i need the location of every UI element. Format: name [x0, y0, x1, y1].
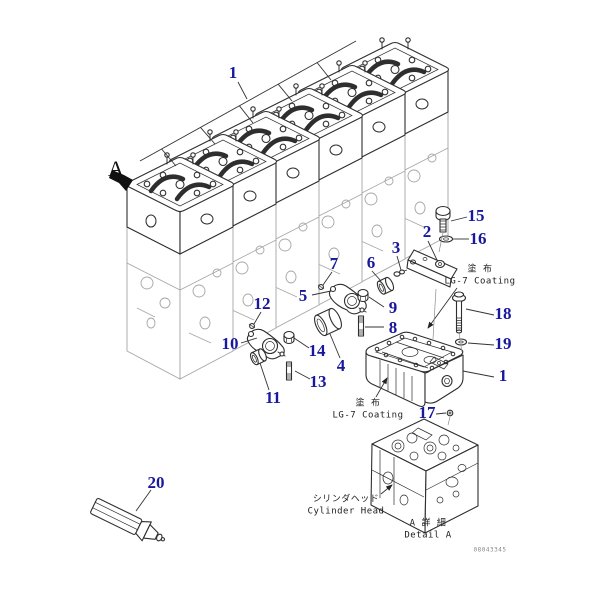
head-cover-assembly	[127, 38, 449, 379]
callout-7: 7	[329, 254, 339, 273]
callout-20: 20	[147, 473, 165, 492]
nut-part9	[357, 288, 369, 302]
callout-19: 19	[494, 334, 512, 353]
screw-part7	[317, 284, 325, 290]
leader-lines	[135, 216, 495, 512]
ball-part17	[446, 409, 454, 417]
drawing-number: 08043345	[473, 546, 507, 554]
bolt-part18	[451, 291, 467, 334]
callout-9: 9	[388, 298, 398, 317]
callout-10: 10	[221, 334, 239, 353]
callout-8: 8	[388, 318, 398, 337]
callout-18: 18	[494, 304, 512, 323]
callout-3: 3	[391, 238, 401, 257]
rocker-arm-part5	[328, 283, 367, 315]
bushing-part4	[314, 307, 342, 337]
view-a-arrow-icon	[109, 170, 133, 191]
callout-5: 5	[298, 286, 308, 305]
stud-part8	[357, 315, 365, 337]
rocker-housing-part1	[365, 331, 464, 408]
callout-14: 14	[308, 341, 326, 360]
callout-4: 4	[336, 356, 346, 375]
tool-part20	[90, 497, 166, 542]
bushing-part11	[249, 348, 267, 366]
rocker-arm-part10	[246, 328, 286, 360]
nut-part14	[283, 330, 295, 344]
callout-1-bracket	[139, 40, 357, 167]
callout-11: 11	[264, 388, 282, 407]
washer-part16	[438, 235, 454, 243]
view-arrow-label: A	[108, 156, 124, 181]
bolt-part15	[435, 205, 451, 233]
plug-part3	[393, 269, 408, 277]
callout-16: 16	[469, 229, 487, 248]
callout-13: 13	[309, 372, 327, 391]
callout-15: 15	[467, 206, 485, 225]
cylinder-head-block	[370, 418, 479, 534]
mounting-block-part2	[406, 249, 458, 288]
callout-17: 17	[418, 403, 436, 422]
callout-1: 1	[228, 63, 238, 82]
bushing-part6	[376, 276, 395, 295]
callout-1: 1	[498, 366, 508, 385]
screw-part12	[248, 323, 256, 329]
callout-6: 6	[366, 253, 376, 272]
stud-part13	[285, 361, 293, 381]
washer-part19	[454, 338, 468, 346]
callout-12: 12	[253, 294, 271, 313]
callout-2: 2	[422, 222, 432, 241]
